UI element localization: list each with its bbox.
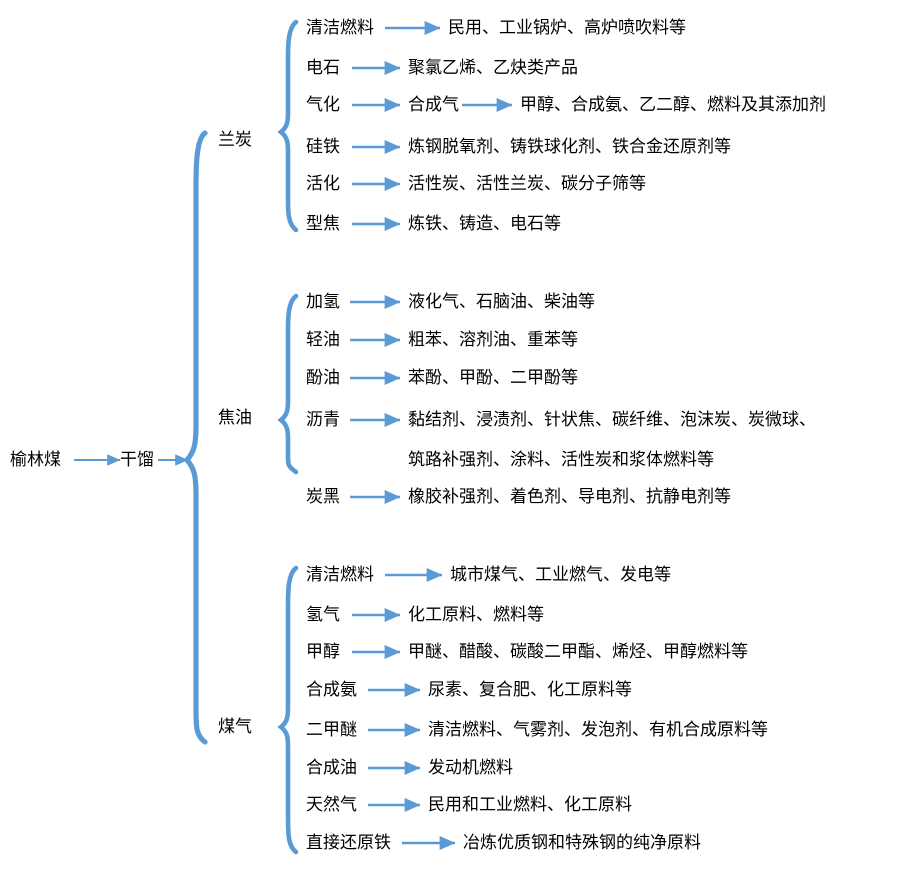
group-label-jiaoyou: 焦油: [218, 408, 252, 427]
branch-label-meiqi-6: 天然气: [306, 795, 357, 814]
branch-label-lantan-0: 清洁燃料: [306, 18, 374, 37]
branch-label-jiaoyou-1: 轻油: [306, 330, 340, 349]
branch-label-meiqi-2: 甲醇: [306, 642, 340, 661]
branch-label-lantan-2: 气化: [306, 95, 340, 114]
branch-label-jiaoyou-4: 炭黑: [306, 487, 340, 506]
target-label-meiqi-1: 化工原料、燃料等: [408, 605, 544, 624]
target-label-meiqi-0: 城市煤气、工业燃气、发电等: [450, 565, 671, 584]
target-label-lantan-4: 活性炭、活性兰炭、碳分子筛等: [408, 174, 646, 193]
branch-label-meiqi-4: 二甲醚: [306, 720, 357, 739]
branch-label-jiaoyou-2: 酚油: [306, 368, 340, 387]
branch-label-meiqi-7: 直接还原铁: [306, 833, 391, 852]
branch-label-meiqi-0: 清洁燃料: [306, 565, 374, 584]
group-label-lantan: 兰炭: [218, 130, 252, 149]
target-label-meiqi-4: 清洁燃料、气雾剂、发泡剂、有机合成原料等: [428, 720, 768, 739]
target-label-jiaoyou-0: 液化气、石脑油、柴油等: [408, 292, 595, 311]
target-label-jiaoyou-1: 粗苯、溶剂油、重苯等: [408, 330, 578, 349]
branch-label-jiaoyou-3: 沥青: [306, 410, 340, 429]
target-label-jiaoyou-4: 橡胶补强剂、着色剂、导电剂、抗静电剂等: [408, 487, 731, 506]
sub-brace-meiqi: [277, 565, 299, 855]
target-label-jiaoyou-3-line2: 筑路补强剂、涂料、活性炭和浆体燃料等: [408, 450, 714, 469]
target-label-lantan-5: 炼铁、铸造、电石等: [408, 214, 561, 233]
target-label-lantan-3: 炼钢脱氧剂、铸铁球化剂、铁合金还原剂等: [408, 137, 731, 156]
target-label-meiqi-5: 发动机燃料: [428, 758, 513, 777]
target-label-lantan-2: 甲醇、合成氨、乙二醇、燃料及其添加剂: [520, 95, 826, 114]
group-label-meiqi: 煤气: [218, 717, 252, 736]
target-label-lantan-1: 聚氯乙烯、乙炔类产品: [408, 58, 578, 77]
branch-label-meiqi-3: 合成氨: [306, 680, 357, 699]
branch-label-lantan-5: 型焦: [306, 214, 340, 233]
target-label-lantan-0: 民用、工业锅炉、高炉喷吹料等: [448, 18, 686, 37]
branch-label-meiqi-5: 合成油: [306, 758, 357, 777]
sub-brace-lantan: [277, 19, 299, 233]
target-label-meiqi-2: 甲醚、醋酸、碳酸二甲酯、烯烃、甲醇燃料等: [408, 642, 748, 661]
root-source-label: 榆林煤: [10, 450, 61, 469]
root-process-label: 干馏: [120, 450, 154, 469]
branch-label-meiqi-1: 氢气: [306, 605, 340, 624]
branch-label-lantan-1: 电石: [306, 58, 340, 77]
target-label-meiqi-6: 民用和工业燃料、化工原料: [428, 795, 632, 814]
mid-label-lantan-2: 合成气: [408, 95, 459, 114]
main-brace: [183, 130, 208, 745]
target-label-meiqi-7: 冶炼优质钢和特殊钢的纯净原料: [463, 833, 701, 852]
target-label-jiaoyou-2: 苯酚、甲酚、二甲酚等: [408, 368, 578, 387]
target-label-meiqi-3: 尿素、复合肥、化工原料等: [428, 680, 632, 699]
sub-brace-jiaoyou: [277, 293, 299, 475]
branch-label-jiaoyou-0: 加氢: [306, 292, 340, 311]
branch-label-lantan-3: 硅铁: [306, 137, 340, 156]
branch-label-lantan-4: 活化: [306, 174, 340, 193]
target-label-jiaoyou-3: 黏结剂、浸渍剂、针状焦、碳纤维、泡沫炭、炭微球、: [408, 410, 816, 429]
